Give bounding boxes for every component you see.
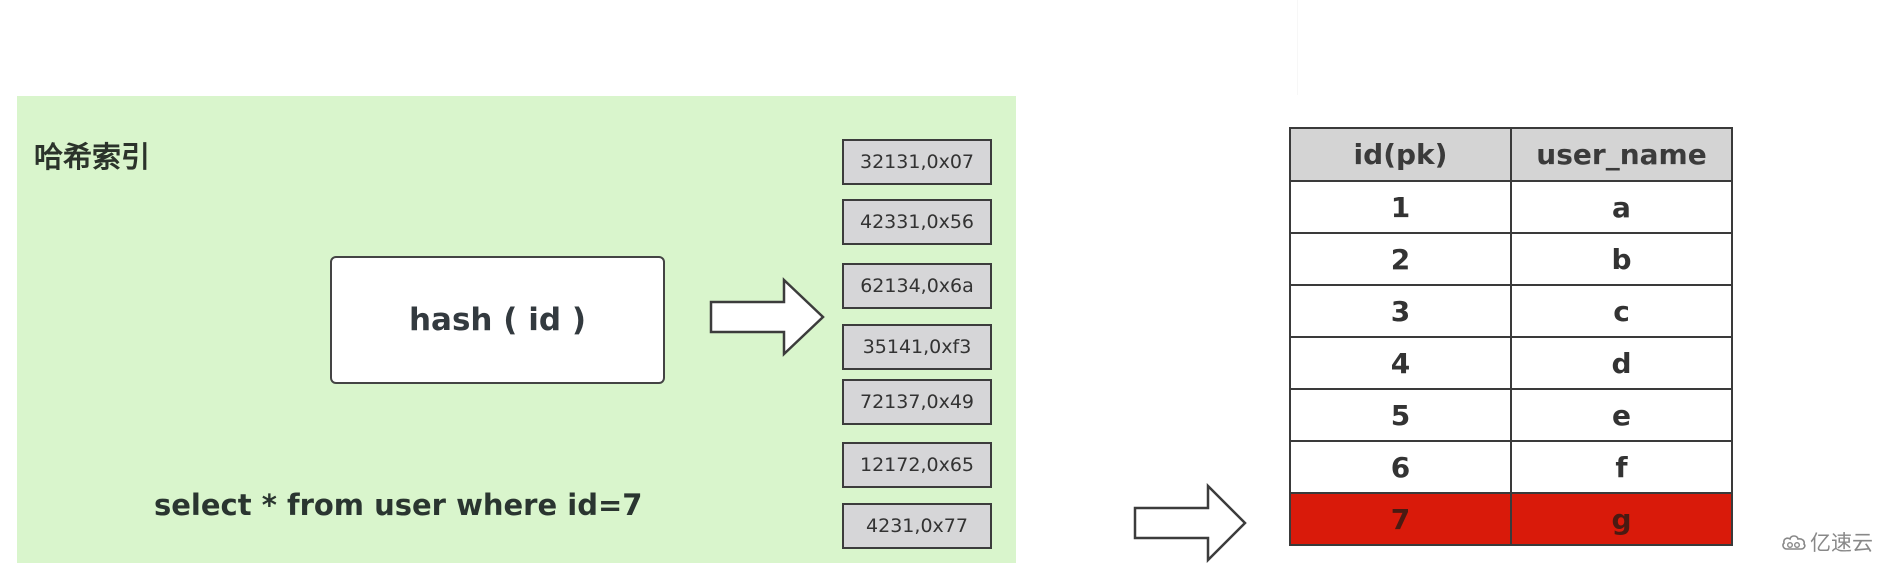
table-row: 6 f <box>1289 440 1733 494</box>
cell-user-name: c <box>1510 284 1733 338</box>
table-row: 5 e <box>1289 388 1733 442</box>
bucket-label: 42331,0x56 <box>860 211 974 233</box>
table-row: 2 b <box>1289 232 1733 286</box>
bucket-label: 35141,0xf3 <box>862 336 972 358</box>
divider <box>1297 0 1298 95</box>
column-header-id: id(pk) <box>1289 127 1512 182</box>
bucket-label: 32131,0x07 <box>860 151 974 173</box>
cell-id: 3 <box>1289 284 1512 338</box>
cell-user-name: g <box>1510 492 1733 546</box>
cell-id: 2 <box>1289 232 1512 286</box>
bucket-label: 62134,0x6a <box>860 275 974 297</box>
panel-title: 哈希索引 <box>34 140 151 174</box>
cell-user-name: a <box>1510 180 1733 234</box>
cell-id: 1 <box>1289 180 1512 234</box>
cell-user-name: b <box>1510 232 1733 286</box>
table-row: 3 c <box>1289 284 1733 338</box>
cell-user-name: f <box>1510 440 1733 494</box>
table-row-highlighted: 7 g <box>1289 492 1733 546</box>
hash-function-box: hash ( id ) <box>330 256 665 384</box>
cell-id: 7 <box>1289 492 1512 546</box>
bucket-label: 12172,0x65 <box>860 454 974 476</box>
hash-function-label: hash ( id ) <box>408 302 587 338</box>
arrow-right-icon <box>709 277 825 357</box>
hash-bucket: 4231,0x77 <box>842 503 992 549</box>
column-header-user-name: user_name <box>1510 127 1733 182</box>
cloud-logo-icon <box>1782 535 1806 550</box>
cell-id: 4 <box>1289 336 1512 390</box>
watermark: 亿速云 <box>1781 527 1873 557</box>
cell-id: 6 <box>1289 440 1512 494</box>
sql-query: select * from user where id=7 <box>154 488 643 522</box>
hash-bucket: 35141,0xf3 <box>842 324 992 370</box>
bucket-label: 72137,0x49 <box>860 391 974 413</box>
hash-bucket: 62134,0x6a <box>842 263 992 309</box>
table-row: 1 a <box>1289 180 1733 234</box>
arrow-right-icon <box>1133 483 1247 563</box>
table-row: 4 d <box>1289 336 1733 390</box>
hash-bucket: 12172,0x65 <box>842 442 992 488</box>
bucket-label: 4231,0x77 <box>866 515 968 537</box>
watermark-text: 亿速云 <box>1810 531 1873 555</box>
user-table: id(pk) user_name 1 a 2 b 3 c 4 d 5 e 6 f <box>1289 127 1733 546</box>
table-header-row: id(pk) user_name <box>1289 127 1733 182</box>
hash-bucket: 32131,0x07 <box>842 139 992 185</box>
cell-user-name: e <box>1510 388 1733 442</box>
hash-bucket: 72137,0x49 <box>842 379 992 425</box>
hash-bucket: 42331,0x56 <box>842 199 992 245</box>
cell-id: 5 <box>1289 388 1512 442</box>
cell-user-name: d <box>1510 336 1733 390</box>
